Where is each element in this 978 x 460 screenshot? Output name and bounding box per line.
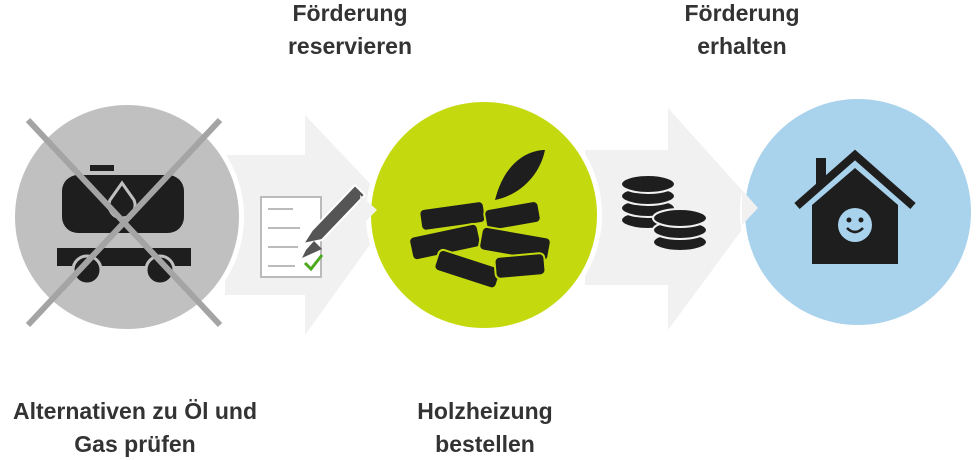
step-label-check-alternatives: Alternativen zu Öl und Gas prüfen bbox=[0, 395, 280, 460]
label-line: Holzheizung bbox=[417, 398, 553, 424]
label-line: Alternativen zu Öl und bbox=[12, 398, 258, 424]
cross-out-icon bbox=[25, 117, 223, 328]
step-label-order-wood-heating: Holzheizung bestellen bbox=[375, 395, 595, 460]
happy-house-icon bbox=[740, 94, 976, 330]
coins-icon bbox=[620, 174, 708, 252]
label-line: Förderung bbox=[292, 0, 408, 26]
label-line: erhalten bbox=[697, 33, 787, 59]
label-line: reservieren bbox=[287, 33, 413, 59]
transition-label-receive-funding: Förderung erhalten bbox=[632, 0, 852, 63]
document-pencil-check-icon bbox=[260, 183, 367, 278]
transition-label-reserve-funding: Förderung reservieren bbox=[240, 0, 460, 63]
label-line: Gas prüfen bbox=[74, 431, 196, 457]
label-line: Förderung bbox=[684, 0, 800, 26]
label-line: bestellen bbox=[435, 431, 535, 457]
wood-pellets-icon bbox=[360, 97, 602, 333]
